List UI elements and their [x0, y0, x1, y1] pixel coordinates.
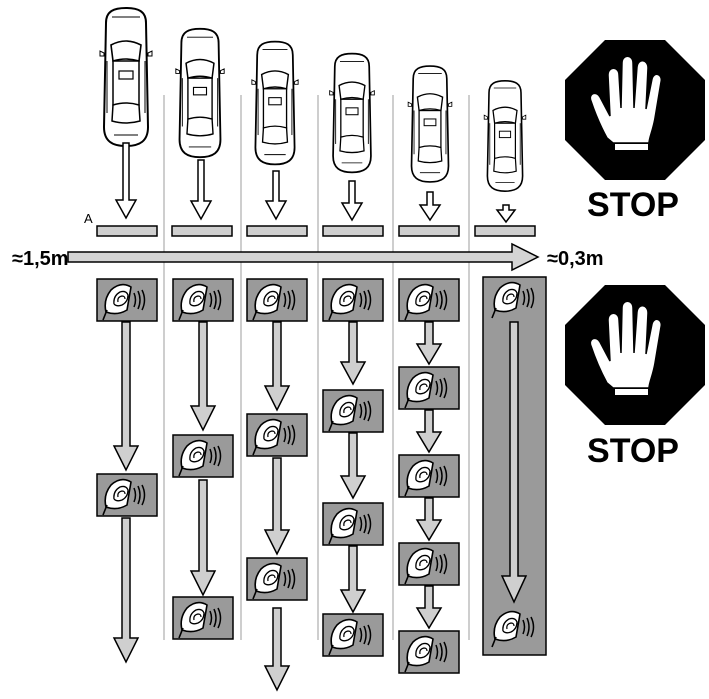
approach-arrow	[418, 191, 442, 222]
beep-panel	[96, 473, 158, 517]
beep-panel	[172, 434, 234, 478]
obstacle-bar	[474, 225, 536, 237]
approach-arrow	[264, 170, 288, 221]
obstacle-bars	[96, 225, 536, 237]
car-icon	[328, 52, 376, 174]
beep-panel	[246, 557, 308, 601]
column-dividers	[163, 95, 470, 640]
beep-panel	[322, 278, 384, 322]
beep-panel	[398, 542, 460, 586]
obstacle-bar	[398, 225, 460, 237]
timeline-arrow	[189, 321, 217, 432]
timeline-arrow	[339, 432, 367, 500]
beep-panel	[398, 366, 460, 410]
timeline-arrow	[500, 321, 528, 604]
stop-sign-bottom	[565, 285, 705, 425]
beep-panel	[322, 613, 384, 657]
obstacle-bar	[322, 225, 384, 237]
timeline-arrow	[112, 321, 140, 472]
stop-sign-top	[565, 40, 705, 180]
timeline-arrow	[263, 607, 291, 692]
distance-near-label: ≈0,3m	[547, 248, 604, 270]
obstacle-bar	[246, 225, 308, 237]
approach-arrow	[340, 180, 364, 222]
timeline-arrows	[112, 321, 528, 692]
obstacle-bar	[96, 225, 158, 237]
car-icon	[250, 40, 300, 166]
timeline-arrow	[415, 321, 443, 366]
approach-arrow	[114, 142, 138, 220]
point-a-label: A	[84, 211, 93, 226]
approach-arrow	[495, 204, 517, 224]
timeline-arrow	[415, 409, 443, 454]
distance-far-label: ≈1,5m	[12, 248, 69, 270]
beep-panel	[246, 413, 308, 457]
beep-panels	[96, 278, 535, 674]
approach-arrow	[189, 159, 213, 221]
car-icon	[99, 7, 153, 147]
beep-panel	[322, 502, 384, 546]
beep-panel	[96, 278, 158, 322]
timeline-arrow	[415, 497, 443, 542]
distance-arrow	[67, 242, 540, 272]
timeline-arrow	[263, 321, 291, 412]
timeline-arrow	[112, 517, 140, 664]
beep-panel	[398, 278, 460, 322]
car-icon	[483, 79, 527, 192]
car-icon	[174, 27, 226, 159]
car-icon	[407, 65, 453, 183]
obstacle-bar	[171, 225, 233, 237]
stop-label-top: STOP	[587, 186, 679, 224]
stop-label-bottom: STOP	[587, 432, 679, 470]
beep-panel	[398, 454, 460, 498]
timeline-arrow	[339, 545, 367, 614]
beep-panel	[322, 389, 384, 433]
timeline-arrow	[189, 479, 217, 597]
timeline-arrow	[415, 585, 443, 630]
approach-arrows	[114, 142, 517, 224]
beep-panel	[398, 630, 460, 674]
beep-panel	[172, 596, 234, 640]
beep-panel	[172, 278, 234, 322]
beep-panel	[246, 278, 308, 322]
timeline-arrow	[263, 457, 291, 556]
timeline-arrow	[339, 321, 367, 386]
